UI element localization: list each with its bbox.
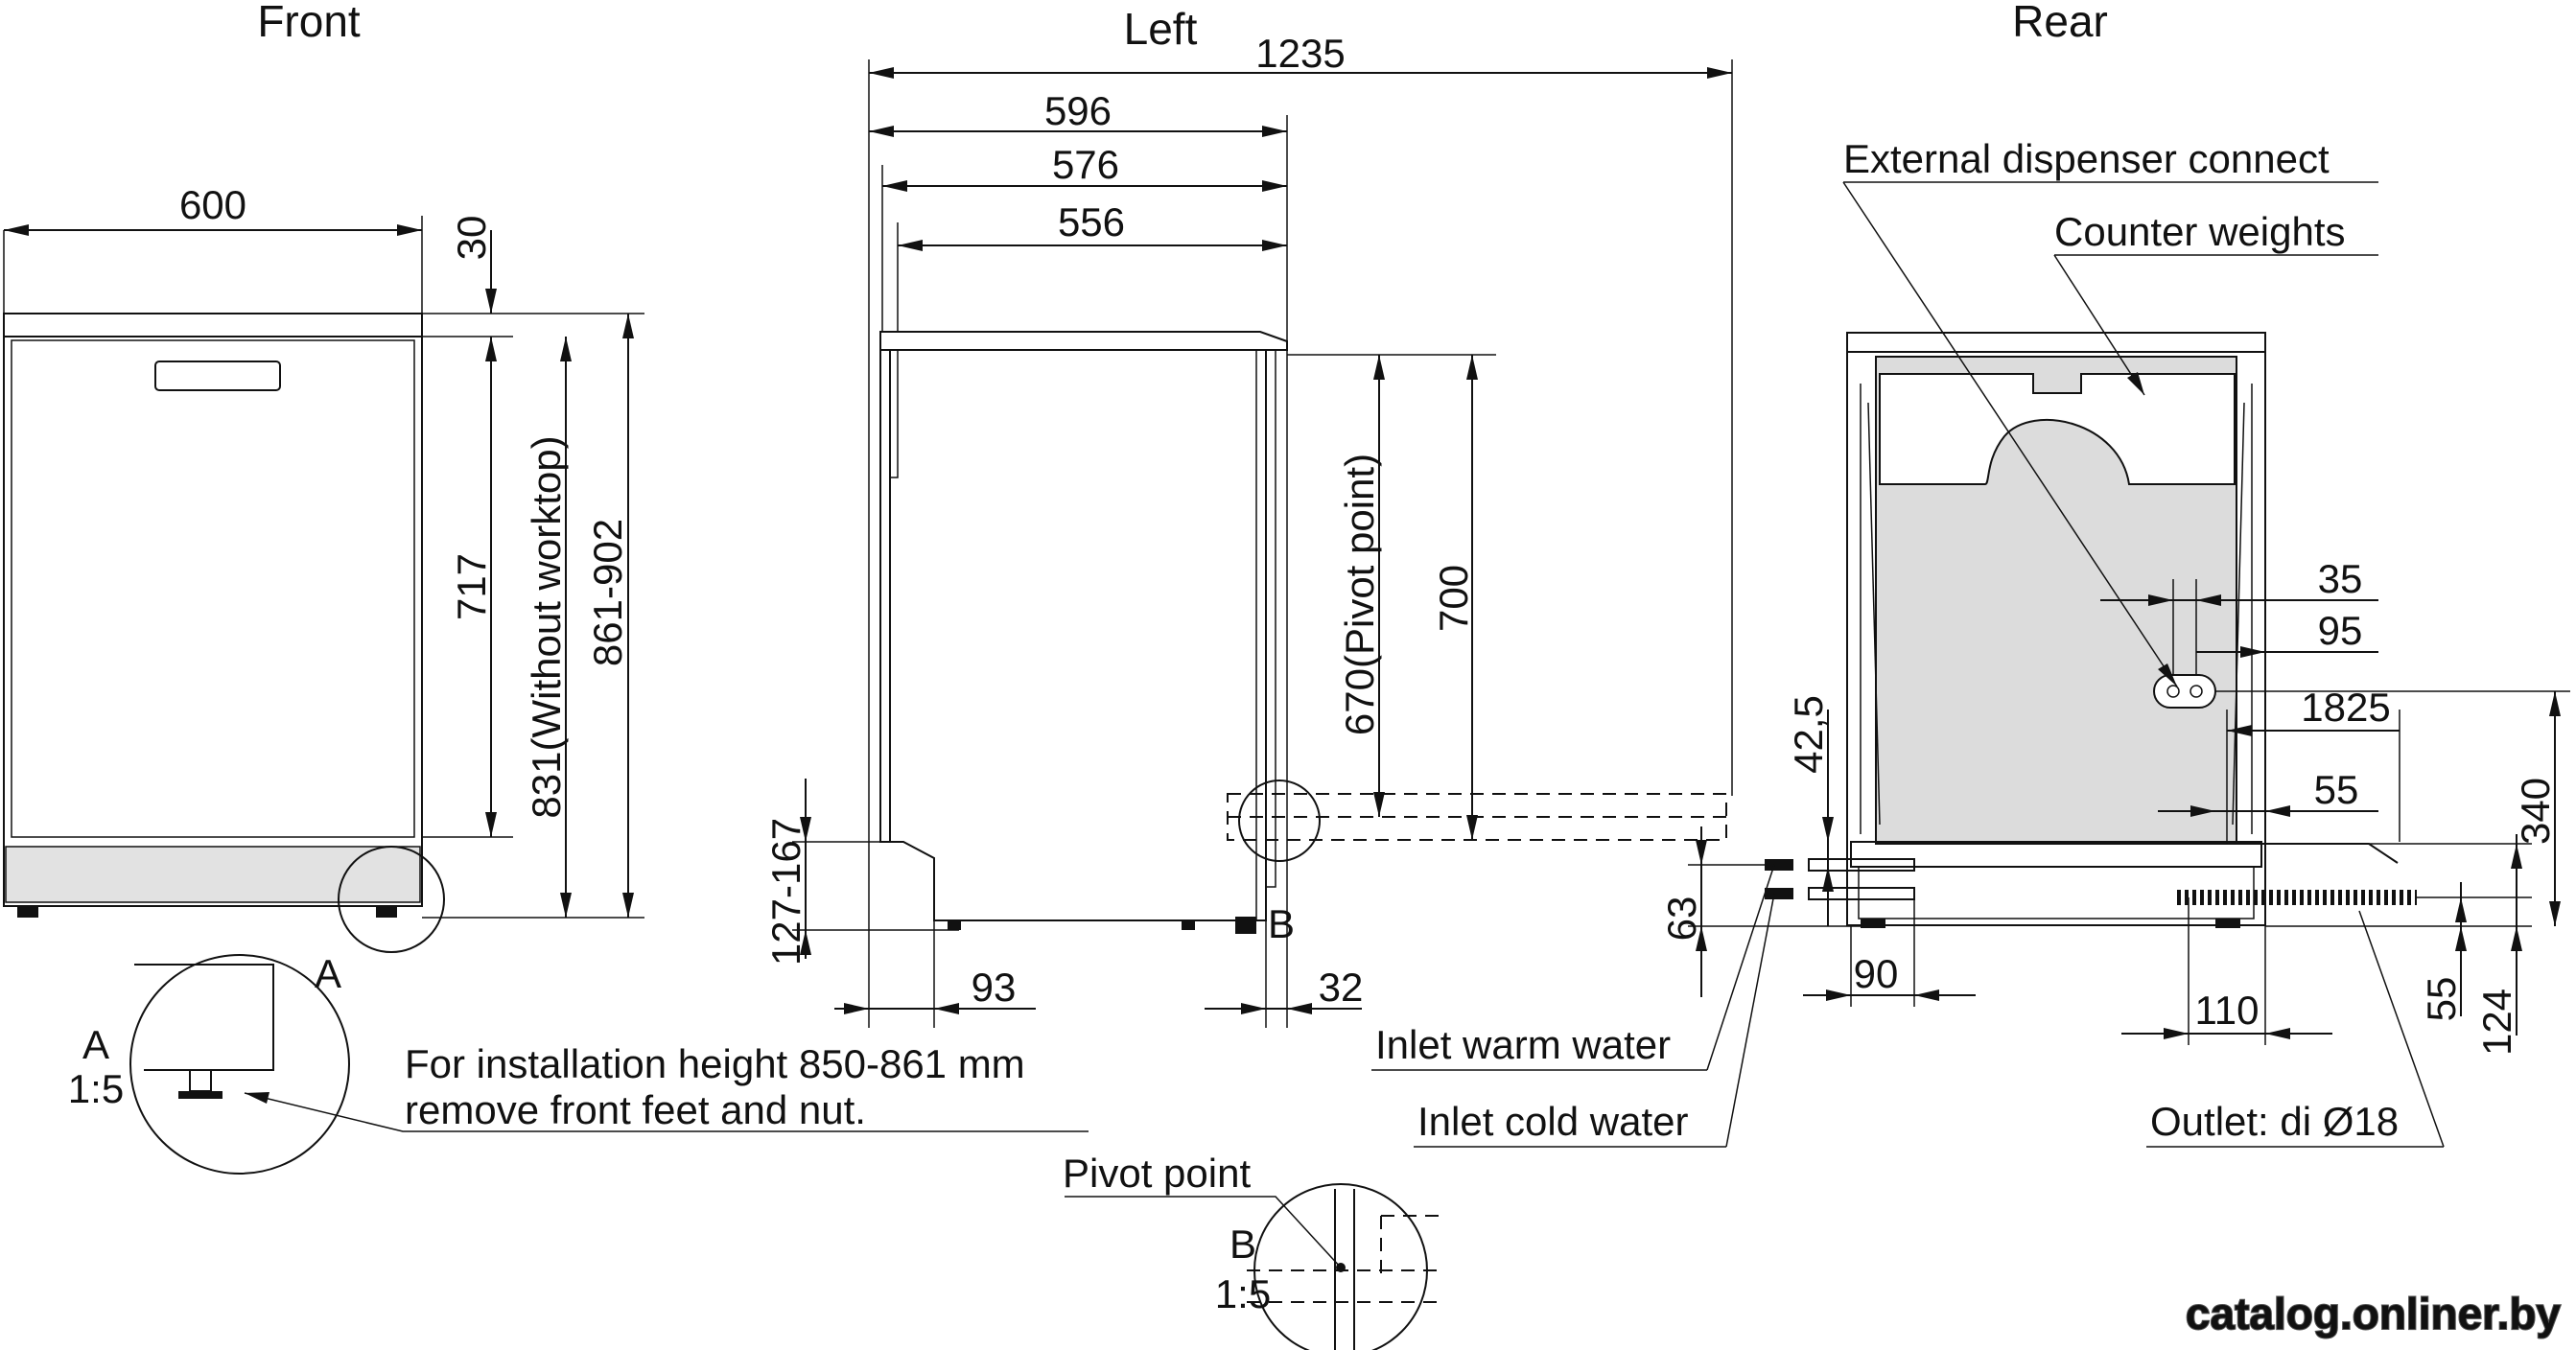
dim-55-bottom: 55 <box>2419 977 2464 1022</box>
left-worktop <box>879 331 1288 351</box>
detail-b: Pivot point B 1:5 <box>1063 1151 1439 1350</box>
dim-340: 340 <box>2513 778 2558 845</box>
installation-note-line2: remove front feet and nut. <box>405 1087 866 1132</box>
rear-body <box>1846 351 2266 926</box>
left-view-title: Left <box>1124 4 1198 54</box>
front-worktop <box>3 313 423 338</box>
dim-596: 596 <box>1044 88 1112 133</box>
dim-831: 831(Without worktop) <box>524 435 569 818</box>
detail-a-circle <box>338 846 445 953</box>
installation-note-line1: For installation height 850-861 mm <box>405 1041 1025 1086</box>
front-handle <box>154 361 281 391</box>
dim-861-902: 861-902 <box>585 519 630 666</box>
inlet-cold-label: Inlet cold water <box>1417 1099 1688 1144</box>
front-plinth <box>5 846 421 903</box>
dim-600: 600 <box>179 182 246 227</box>
dim-110: 110 <box>2195 988 2260 1033</box>
external-dispenser-label: External dispenser connect <box>1843 136 2330 181</box>
left-body <box>880 349 1267 921</box>
dim-42-5: 42,5 <box>1786 695 1831 774</box>
dim-576: 576 <box>1052 142 1119 187</box>
counter-weights-label: Counter weights <box>2054 209 2346 254</box>
rear-worktop <box>1846 332 2266 353</box>
dim-90: 90 <box>1854 951 1899 996</box>
detail-b-scale: 1:5 <box>1215 1271 1271 1316</box>
watermark: catalog.onliner.by <box>2186 1289 2562 1338</box>
dim-124: 124 <box>2474 989 2519 1056</box>
dim-127-167: 127-167 <box>763 818 808 966</box>
dim-55-side: 55 <box>2314 767 2359 812</box>
dim-700: 700 <box>1431 565 1476 632</box>
dim-93: 93 <box>972 965 1017 1010</box>
front-view-title: Front <box>257 0 361 46</box>
dim-717: 717 <box>449 553 494 620</box>
detail-a: A A 1:5 For installation height 850-861 … <box>68 951 1089 1175</box>
dim-35: 35 <box>2318 556 2363 601</box>
front-body <box>3 336 423 907</box>
dispenser-connector <box>2153 674 2216 709</box>
dim-1825: 1825 <box>2301 685 2390 730</box>
dim-670-pivot: 670(Pivot point) <box>1337 454 1382 735</box>
detail-a-scale: 1:5 <box>68 1066 124 1111</box>
rear-view: External dispenser connect Counter weigh… <box>1371 136 2570 1148</box>
detail-b-label: B <box>1229 1222 1256 1267</box>
dim-32: 32 <box>1319 965 1364 1010</box>
front-view: 600 30 717 831(Without worktop) 861-902 <box>3 182 644 953</box>
pivot-point-label: Pivot point <box>1063 1151 1251 1196</box>
dim-95: 95 <box>2318 608 2363 653</box>
dim-63: 63 <box>1659 896 1704 942</box>
left-view: B 1235 596 576 556 670(Pivot point) <box>763 31 1733 1028</box>
dim-556: 556 <box>1058 199 1125 244</box>
outlet-label: Outlet: di Ø18 <box>2150 1099 2399 1144</box>
detail-a-marker: A <box>315 951 341 996</box>
rear-view-title: Rear <box>2012 0 2108 46</box>
dim-1235: 1235 <box>1255 31 1345 76</box>
detail-a-label: A <box>82 1022 109 1067</box>
detail-b-circle <box>1238 780 1321 862</box>
detail-b-marker: B <box>1268 901 1295 946</box>
inlet-warm-label: Inlet warm water <box>1375 1022 1671 1067</box>
dim-30: 30 <box>449 216 494 261</box>
counter-weights-shape <box>1879 373 2236 485</box>
